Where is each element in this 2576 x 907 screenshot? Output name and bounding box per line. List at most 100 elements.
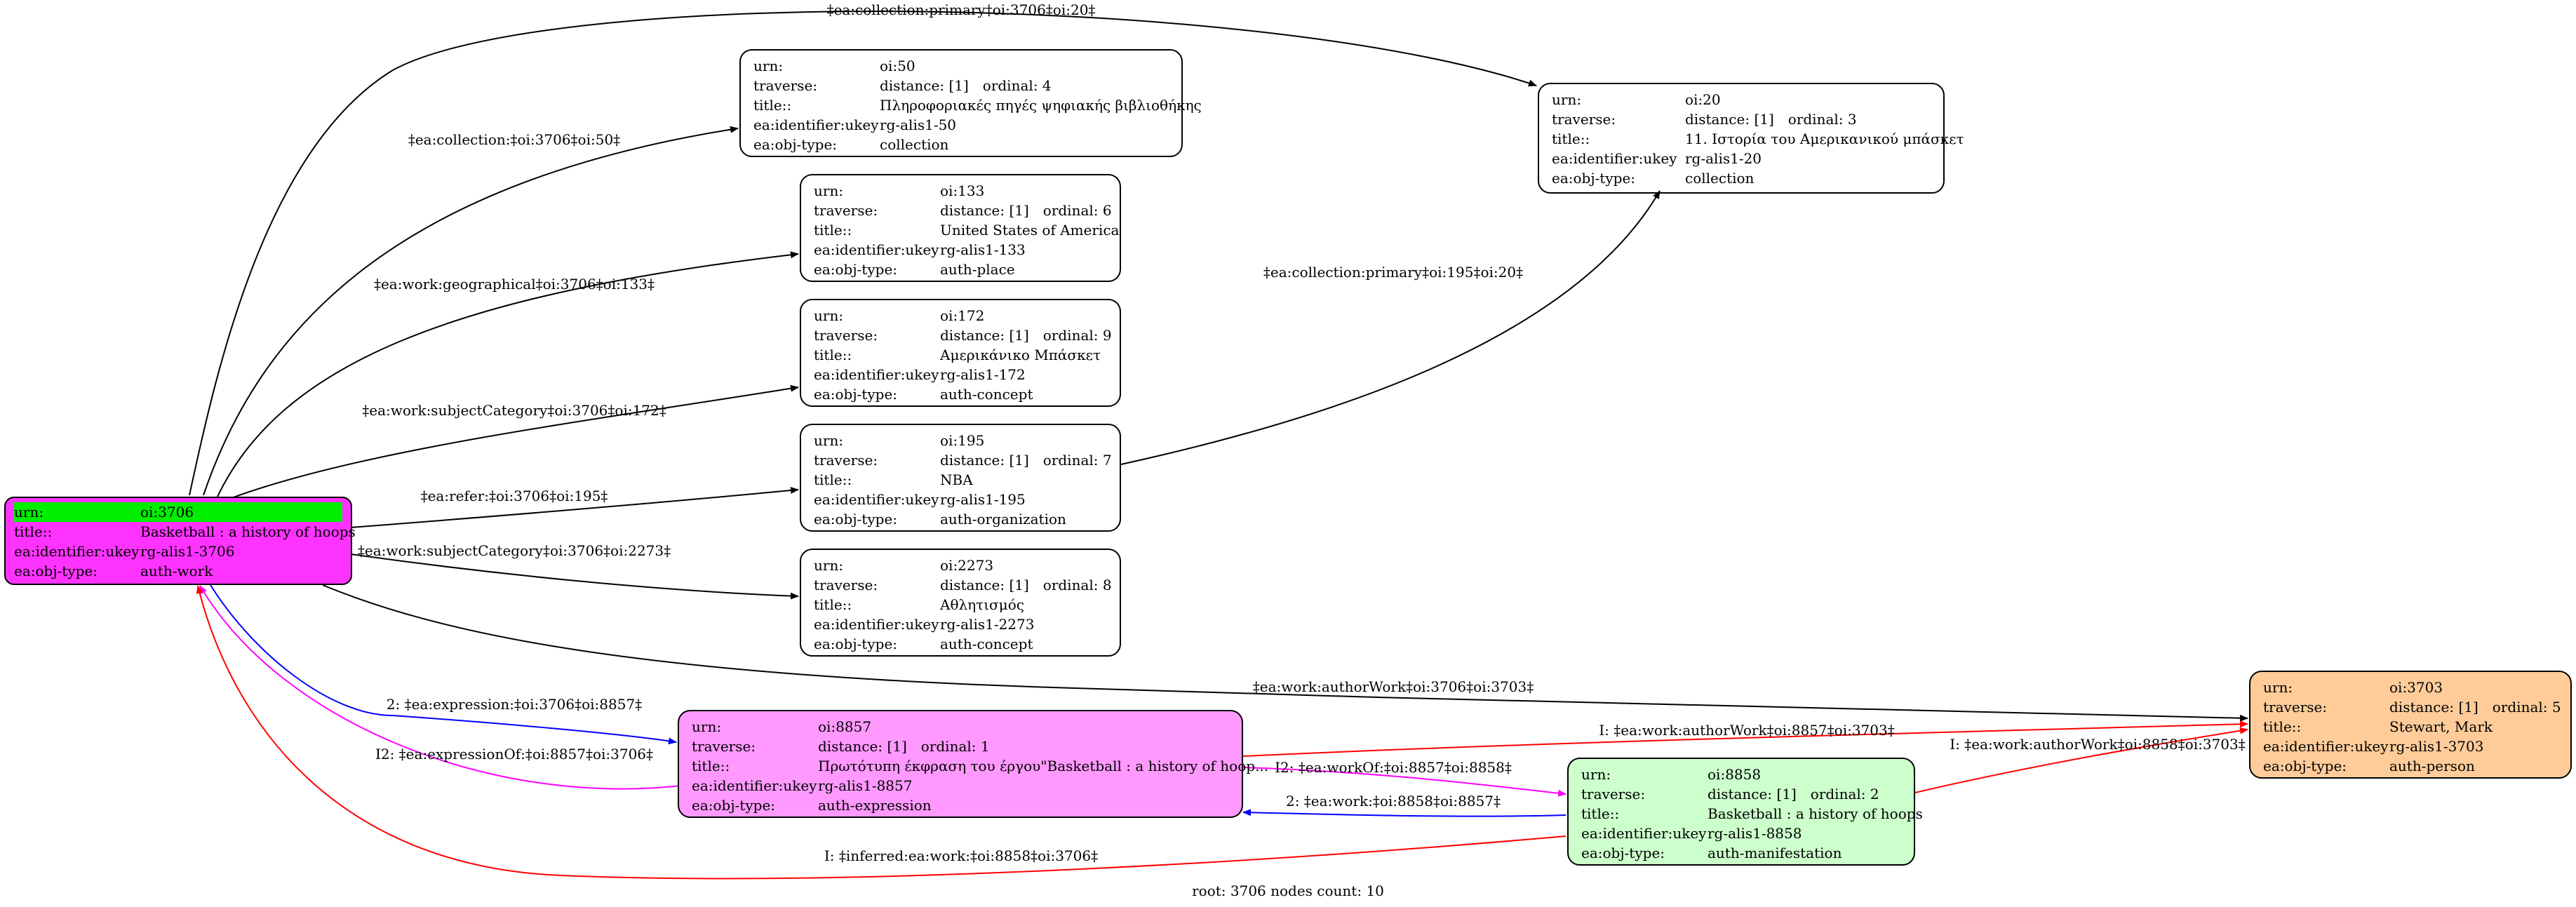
value-ukey: rg-alis1-133: [940, 241, 1026, 258]
edge-label-e4: ‡ea:work:subjectCategory‡oi:3706‡oi:172‡: [362, 402, 666, 419]
edge-e11: [1242, 720, 2248, 757]
node-oi-50[interactable]: urn:oi:50 traverse:distance: [1]ordinal:…: [739, 49, 1202, 157]
value-distance: distance: [1]: [2389, 699, 2478, 715]
key-title: title::: [692, 758, 730, 774]
edge-label-e13: 2: ‡ea:work:‡oi:8858‡oi:8857‡: [1285, 793, 1501, 809]
key-urn: urn:: [2263, 679, 2293, 696]
edge-e7: [1120, 190, 1661, 465]
key-ukey: ea:identifier:ukey: [14, 543, 140, 560]
edge-e12: [1242, 767, 1567, 797]
value-type: auth-concept: [940, 636, 1033, 652]
key-title: title::: [814, 596, 852, 613]
value-ukey: rg-alis1-3706: [140, 543, 235, 560]
value-title: Basketball : a history of hoops: [140, 523, 356, 540]
value-ordinal: ordinal: 9: [1042, 327, 1112, 344]
value-type: auth-expression: [818, 797, 932, 814]
value-ordinal: ordinal: 6: [1042, 202, 1112, 219]
key-title: title::: [814, 222, 852, 238]
value-ukey: rg-alis1-20: [1685, 150, 1762, 167]
key-type: ea:obj-type:: [1552, 170, 1636, 187]
node-oi-133[interactable]: urn:oi:133 traverse:distance: [1]ordinal…: [800, 174, 1121, 282]
edge-label-e2: ‡ea:collection:‡oi:3706‡oi:50‡: [408, 131, 621, 148]
value-title: Πρωτότυπη έκφραση του έργου"Basketball :…: [818, 758, 1269, 774]
key-ukey: ea:identifier:ukey: [1552, 150, 1677, 167]
value-title: Αμερικάνικο Μπάσκετ: [940, 347, 1101, 363]
value-type: auth-organization: [940, 511, 1066, 528]
value-type: collection: [1685, 170, 1755, 187]
value-type: auth-person: [2389, 758, 2475, 774]
key-title: title::: [2263, 718, 2302, 735]
node-oi-20[interactable]: urn: oi:20 traverse: distance: [1] ordinal:…: [1538, 83, 1964, 194]
key-type: ea:obj-type:: [814, 511, 898, 528]
key-urn: urn:: [753, 58, 784, 74]
edge-e5: [350, 487, 799, 528]
key-type: ea:obj-type:: [814, 386, 898, 403]
value-distance: distance: [1]: [1685, 111, 1774, 128]
value-title: Πληροφοριακές πηγές ψηφιακής βιβλιοθήκης: [880, 97, 1202, 114]
value-urn: oi:172: [940, 307, 985, 324]
value-ukey: rg-alis1-2273: [940, 616, 1035, 633]
key-type: ea:obj-type:: [814, 636, 898, 652]
edge-label-e9: 2: ‡ea:expression:‡oi:3706‡oi:8857‡: [386, 696, 643, 713]
value-urn: oi:8857: [818, 718, 872, 735]
edge-e9: [210, 584, 677, 745]
key-urn: urn:: [1552, 91, 1582, 108]
value-distance: distance: [1]: [940, 327, 1029, 344]
key-type: ea:obj-type:: [1581, 845, 1665, 861]
key-ukey: ea:identifier:ukey: [814, 491, 939, 508]
edge-label-e14: I: ‡ea:work:authorWork‡oi:8858‡oi:3703‡: [1950, 736, 2246, 753]
edge-e10: [199, 585, 681, 790]
key-ukey: ea:identifier:ukey: [692, 777, 817, 794]
node-oi-3703[interactable]: urn: oi:3703 traverse: distance: [1] ordina…: [2249, 671, 2572, 779]
value-urn: oi:3703: [2389, 679, 2443, 696]
value-ordinal: ordinal: 2: [1810, 786, 1879, 802]
value-urn: oi:50: [880, 58, 915, 74]
key-urn: urn:: [814, 307, 844, 324]
edge-label-e3: ‡ea:work:geographical‡oi:3706‡oi:133‡: [373, 276, 655, 293]
key-ukey: ea:identifier:ukey: [814, 366, 939, 383]
value-distance: distance: [1]: [940, 202, 1029, 219]
value-type: auth-manifestation: [1708, 845, 1842, 861]
key-urn: urn:: [814, 432, 844, 449]
edge-e4: [231, 384, 799, 499]
key-urn: urn:: [1581, 766, 1611, 783]
node-oi-2273[interactable]: urn:oi:2273 traverse:distance: [1]ordina…: [800, 549, 1121, 657]
value-ordinal: ordinal: 8: [1042, 577, 1112, 593]
value-urn: oi:2273: [940, 557, 994, 574]
value-title: 11. Ιστορία του Αμερικανικού μπάσκετ: [1685, 130, 1964, 147]
key-urn: urn:: [692, 718, 722, 735]
key-traverse: traverse:: [814, 577, 878, 593]
value-urn: oi:195: [940, 432, 985, 449]
value-ukey: rg-alis1-172: [940, 366, 1026, 383]
node-oi-3706[interactable]: urn:oi:3706 title::Basketball : a histor…: [4, 497, 356, 585]
key-urn: urn:: [814, 557, 844, 574]
value-ordinal: ordinal: 7: [1042, 452, 1112, 469]
edge-label-e12: I2: ‡ea:workOf:‡oi:8857‡oi:8858‡: [1275, 759, 1512, 776]
value-urn: oi:133: [940, 182, 985, 199]
value-urn: oi:20: [1685, 91, 1721, 108]
key-ukey: ea:identifier:ukey: [1581, 825, 1707, 842]
node-oi-8858[interactable]: urn:oi:8858 traverse:distance: [1]ordina…: [1567, 758, 1923, 866]
value-ordinal: ordinal: 3: [1787, 111, 1857, 128]
value-type: auth-concept: [940, 386, 1033, 403]
edge-label-e1: ‡ea:collection:primary‡oi:3706‡oi:20‡: [826, 1, 1096, 18]
node-urn-row-highlighted: urn:oi:3706: [14, 502, 342, 522]
value-title: Αθλητισμός: [940, 596, 1024, 613]
key-traverse: traverse:: [2263, 699, 2328, 715]
key-ukey: ea:identifier:ukey: [814, 241, 939, 258]
key-traverse: traverse:: [1552, 111, 1616, 128]
key-type: ea:obj-type:: [692, 797, 776, 814]
key-title: title::: [814, 471, 852, 488]
value-title: Stewart, Mark: [2389, 718, 2493, 735]
key-type: ea:obj-type:: [2263, 758, 2347, 774]
value-ordinal: ordinal: 4: [982, 77, 1052, 94]
node-oi-195[interactable]: urn:oi:195 traverse:distance: [1]ordinal…: [800, 424, 1121, 532]
key-traverse: traverse:: [814, 202, 878, 219]
edge-e15: [196, 585, 1567, 880]
node-oi-172[interactable]: urn:oi:172 traverse:distance: [1]ordinal…: [800, 299, 1121, 407]
value-ukey: rg-alis1-50: [880, 116, 957, 133]
node-oi-8857[interactable]: urn:oi:8857 traverse:distance: [1]ordina…: [678, 710, 1268, 818]
value-ordinal: ordinal: 5: [2492, 699, 2561, 715]
key-title: title::: [1581, 805, 1620, 822]
edge-e6: [350, 553, 799, 600]
